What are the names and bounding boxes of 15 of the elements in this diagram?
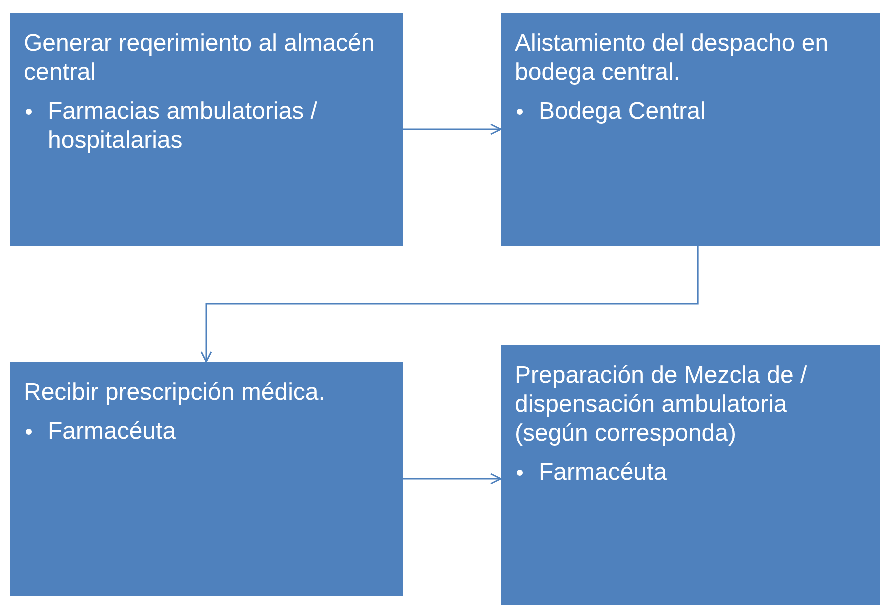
arrow [200, 246, 699, 363]
step-title: Recibir prescripción médica. [24, 378, 326, 407]
process-box [10, 362, 403, 596]
bullet-item: Farmacias ambulatorias / hospitalarias [48, 97, 389, 155]
process-box [10, 13, 403, 246]
bullet-item: Bodega Central [539, 97, 866, 126]
arrow [403, 124, 502, 136]
step-title: Alistamiento del despacho en bodega central. [515, 29, 830, 87]
process-box [501, 345, 880, 605]
process-box [501, 13, 880, 246]
step-title: Generar reqerimiento al almacén central [24, 29, 376, 87]
bullet-item: Farmacéuta [539, 458, 866, 487]
bullet-item: Farmacéuta [48, 417, 389, 446]
arrow [403, 473, 502, 485]
step-title: Preparación de Mezcla de / dispensación ambulatoria (según corresponda) [515, 361, 808, 448]
